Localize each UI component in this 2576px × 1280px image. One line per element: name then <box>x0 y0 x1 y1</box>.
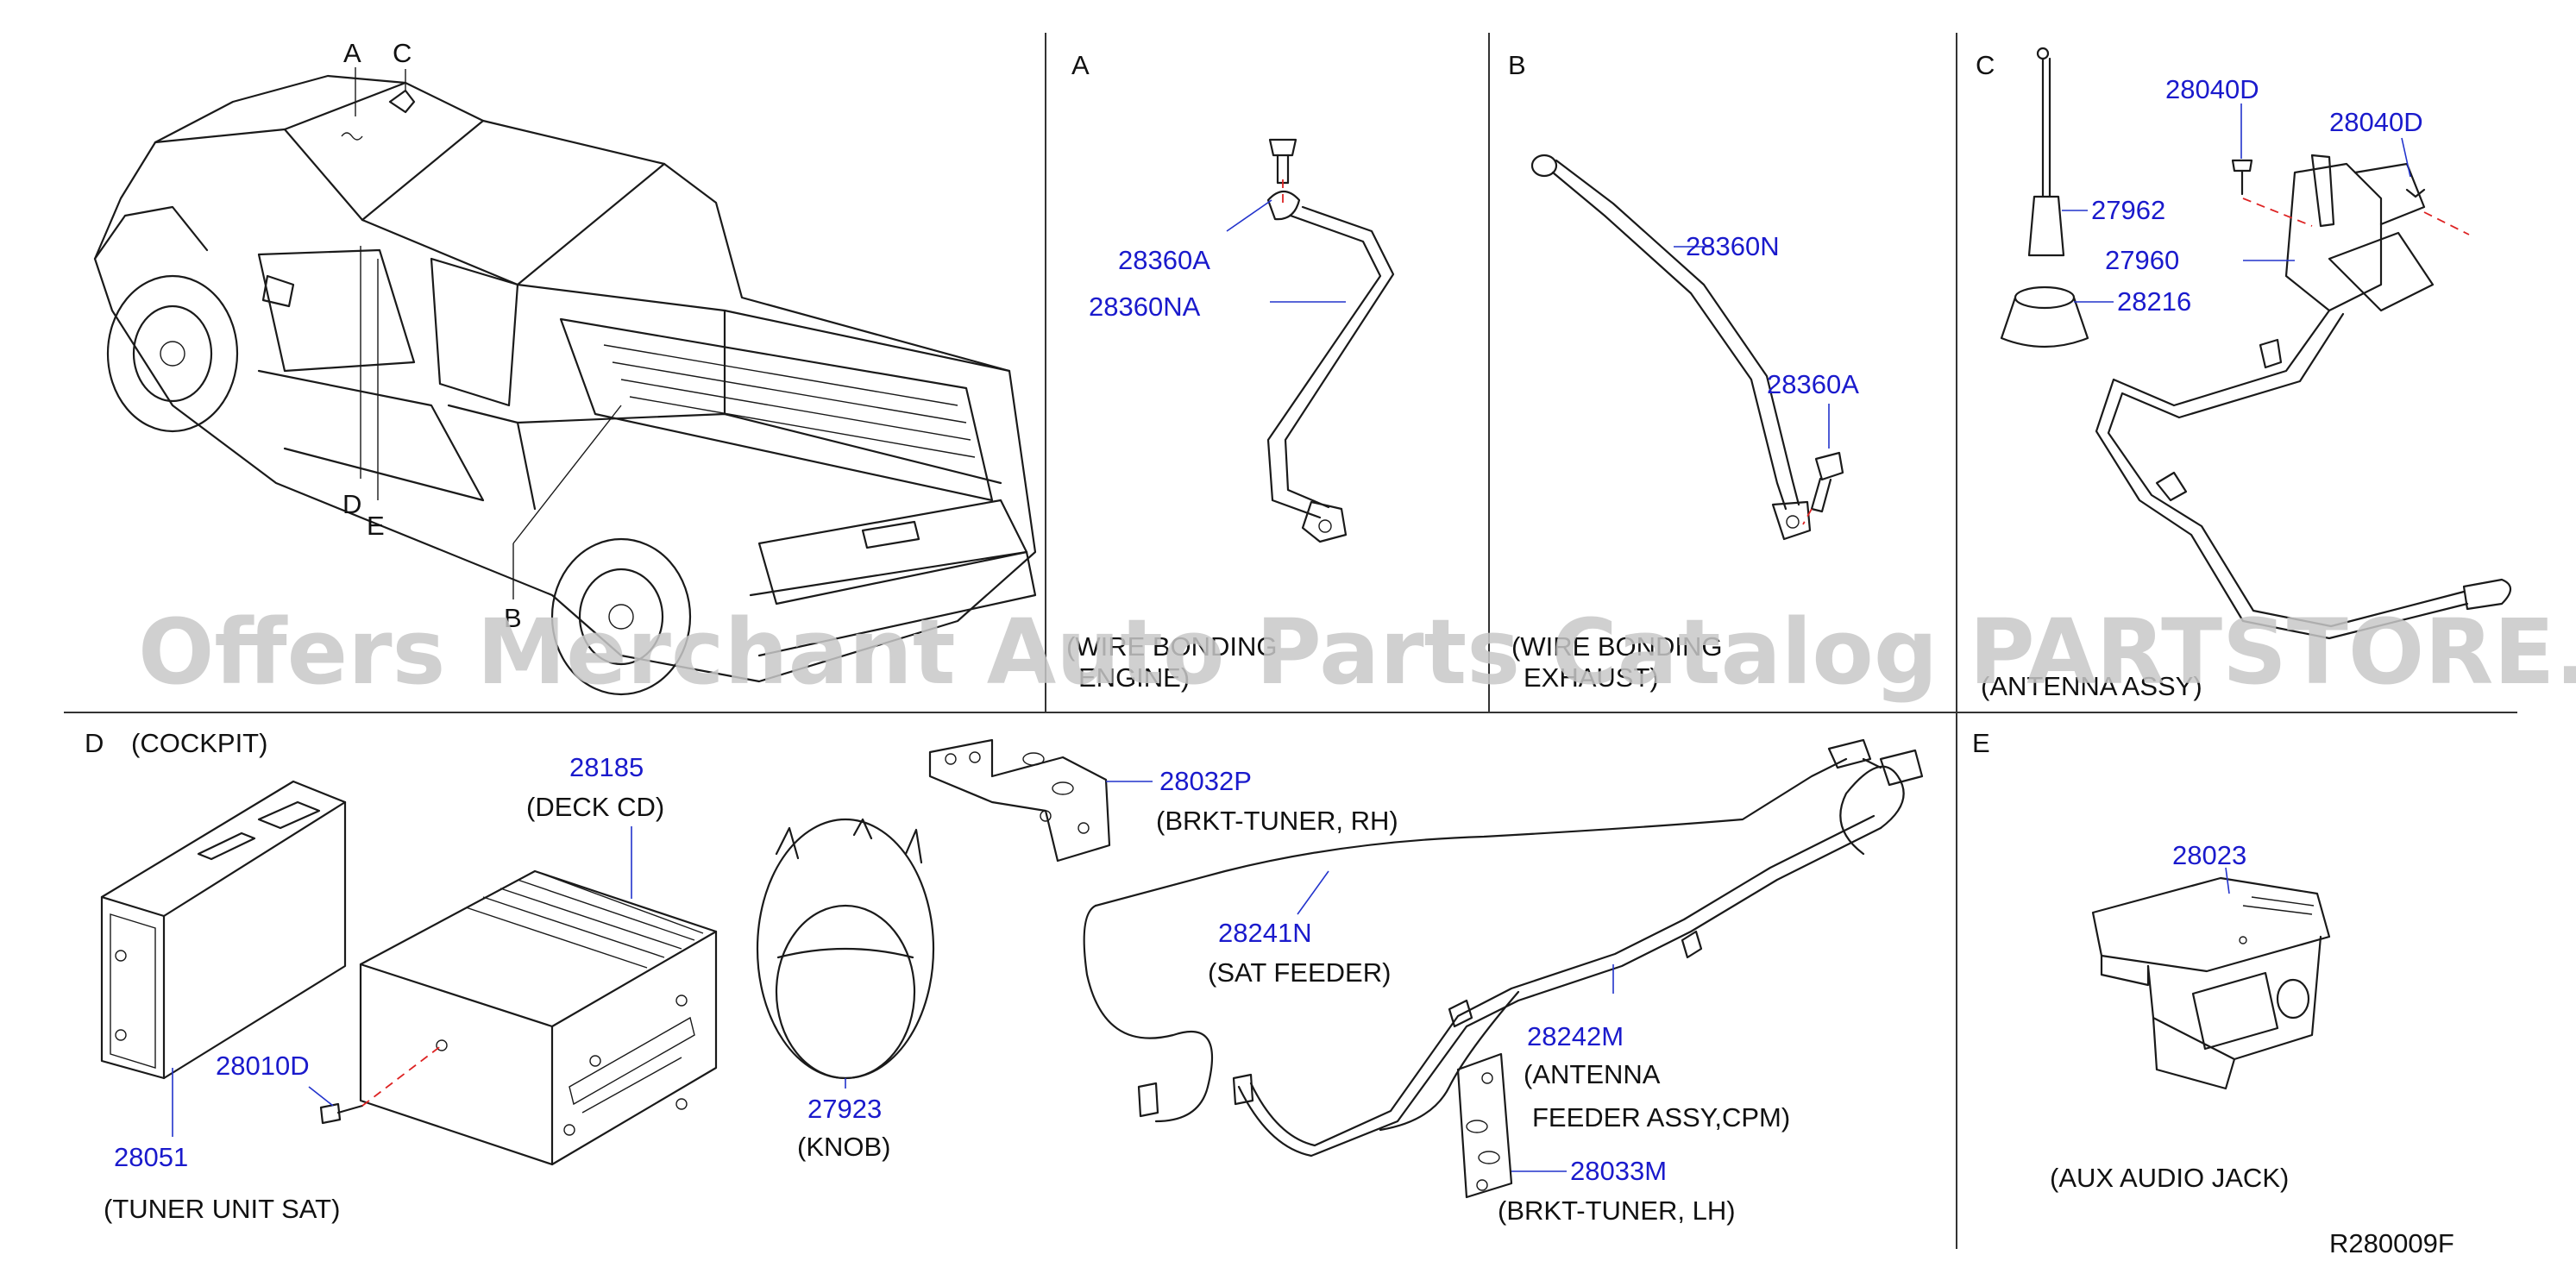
part-28360na[interactable]: 28360NA <box>1089 292 1201 322</box>
panel-d-letter: D <box>85 728 104 758</box>
wire-bonding-exhaust-drawing <box>1530 154 1844 541</box>
part-28032p-name: (BRKT-TUNER, RH) <box>1156 806 1398 836</box>
panel-a-letter: A <box>1071 50 1090 80</box>
part-28360a-engine[interactable]: 28360A <box>1118 245 1210 275</box>
panel-dividers <box>64 33 2517 1249</box>
part-28216[interactable]: 28216 <box>2117 286 2191 317</box>
brkt-tuner-lh-drawing <box>1456 1052 1513 1199</box>
leader-28010d <box>308 1086 334 1107</box>
part-28023[interactable]: 28023 <box>2172 840 2246 870</box>
callout-a: A <box>343 38 361 68</box>
leader-28241n <box>1297 870 1329 915</box>
part-28241n[interactable]: 28241N <box>1218 918 1312 948</box>
panel-e-caption: (AUX AUDIO JACK) <box>2050 1163 2289 1193</box>
wire-bonding-engine-drawing <box>1266 138 1395 543</box>
part-28242m[interactable]: 28242M <box>1527 1021 1624 1051</box>
callout-d: D <box>342 489 361 519</box>
deck-cd-drawing <box>359 869 718 1166</box>
part-28033m-name: (BRKT-TUNER, LH) <box>1498 1195 1736 1226</box>
panel-a-caption-2: ENGINE) <box>1078 662 1190 693</box>
leader-28023 <box>2225 867 2230 894</box>
part-28051-name: (TUNER UNIT SAT) <box>104 1194 340 1224</box>
panel-b-caption-1: (WIRE BONDING <box>1511 631 1723 662</box>
panel-b-letter: B <box>1508 50 1526 80</box>
panel-e-letter: E <box>1972 728 1990 758</box>
part-28040d-right[interactable]: 28040D <box>2329 107 2423 137</box>
part-28032p[interactable]: 28032P <box>1159 766 1252 796</box>
aux-audio-jack-drawing <box>2091 876 2331 1090</box>
part-28185-name: (DECK CD) <box>526 792 664 822</box>
antenna-feeder-drawing <box>1232 765 1905 1158</box>
callout-c: C <box>393 38 412 68</box>
panel-c-caption: (ANTENNA ASSY) <box>1981 671 2202 701</box>
tuner-unit-sat-drawing <box>100 780 347 1080</box>
part-27923[interactable]: 27923 <box>807 1094 882 1124</box>
callout-b: B <box>504 603 522 633</box>
part-28033m[interactable]: 28033M <box>1570 1156 1667 1186</box>
panel-a-caption-1: (WIRE BONDING <box>1066 631 1278 662</box>
panel-b-caption-2: EXHAUST) <box>1524 662 1659 693</box>
antenna-assy-drawing <box>2000 47 2512 640</box>
brkt-tuner-rh-drawing <box>928 738 1111 863</box>
diagram-id: R280009F <box>2329 1228 2454 1258</box>
part-28051[interactable]: 28051 <box>114 1142 188 1172</box>
panel-c-leader-screw-r <box>2401 137 2411 178</box>
part-27960[interactable]: 27960 <box>2105 245 2179 275</box>
knob-drawing <box>756 818 935 1080</box>
panel-c-red-leader <box>2242 198 2313 227</box>
part-28040d-left[interactable]: 28040D <box>2165 74 2259 104</box>
panel-c-letter: C <box>1976 50 1995 80</box>
part-27962[interactable]: 27962 <box>2091 195 2165 225</box>
sat-feeder-drawing <box>1083 738 1924 1123</box>
callout-e: E <box>367 511 385 541</box>
part-28360a-exhaust[interactable]: 28360A <box>1767 369 1859 399</box>
panel-a-leader-bolt <box>1226 199 1272 232</box>
part-28242m-name-2: FEEDER ASSY,CPM) <box>1532 1102 1790 1133</box>
screw-28010d-drawing <box>319 1102 364 1125</box>
truck-overview <box>93 67 1037 696</box>
panel-d-title: (COCKPIT) <box>131 728 267 758</box>
part-28185[interactable]: 28185 <box>569 752 644 782</box>
watermark: Offers Merchant Auto Parts Catalog PARTS… <box>138 599 2576 705</box>
red-leader-28010d <box>361 1045 443 1107</box>
part-28010d[interactable]: 28010D <box>216 1051 310 1081</box>
panel-c-red-leader-2 <box>2423 211 2470 235</box>
panel-b-red-leader <box>1802 508 1813 525</box>
part-28360n[interactable]: 28360N <box>1686 231 1780 261</box>
part-27923-name: (KNOB) <box>797 1132 891 1162</box>
part-28241n-name: (SAT FEEDER) <box>1208 957 1391 988</box>
part-28242m-name-1: (ANTENNA <box>1524 1059 1661 1089</box>
